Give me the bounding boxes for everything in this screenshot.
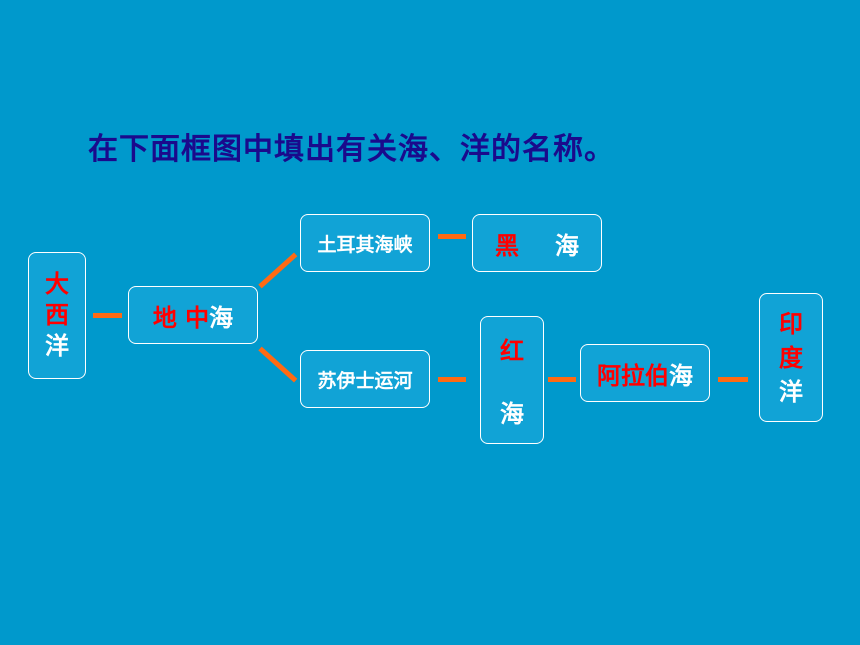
node-atlantic-char-2: 西 bbox=[45, 301, 69, 329]
node-indian-ocean-char-3: 洋 bbox=[779, 377, 803, 406]
node-black-sea-answer: 黑 bbox=[495, 231, 519, 260]
node-indian-ocean-char-1: 印 bbox=[779, 309, 803, 338]
node-suez-canal-label: 苏伊士运河 bbox=[317, 369, 413, 392]
node-atlantic-char-1: 大 bbox=[45, 270, 69, 298]
connector-atlantic-mediterranean bbox=[93, 313, 122, 318]
connector-turkish-straits-black-sea bbox=[438, 234, 466, 239]
connector-mediterranean-suez-canal bbox=[258, 346, 298, 383]
node-arabian-sea-answer: 阿拉伯 bbox=[597, 361, 669, 390]
page-title: 在下面框图中填出有关海、洋的名称。 bbox=[88, 132, 615, 167]
node-arabian-sea-suffix: 海 bbox=[669, 361, 693, 390]
node-mediterranean-answer: 地 中 bbox=[152, 303, 210, 332]
connector-red-sea-arabian-sea bbox=[548, 377, 576, 382]
node-indian-ocean-char-2: 度 bbox=[779, 343, 803, 372]
node-indian-ocean: 印 度 洋 bbox=[759, 293, 823, 422]
node-arabian-sea: 阿拉伯 海 bbox=[580, 344, 710, 402]
connector-suez-red-sea bbox=[438, 377, 466, 382]
node-turkish-straits-label: 土耳其海峡 bbox=[317, 233, 413, 256]
node-red-sea-suffix: 海 bbox=[500, 400, 524, 428]
node-black-sea-suffix: 海 bbox=[555, 231, 579, 260]
node-atlantic-ocean: 大 西 洋 bbox=[28, 252, 86, 379]
connector-arabian-sea-indian-ocean bbox=[718, 377, 748, 382]
node-suez-canal: 苏伊士运河 bbox=[300, 350, 430, 408]
connector-mediterranean-turkish-straits bbox=[258, 252, 298, 289]
node-atlantic-char-3: 洋 bbox=[45, 332, 69, 360]
node-red-sea-answer: 红 bbox=[500, 337, 524, 365]
node-mediterranean-suffix: 海 bbox=[209, 303, 234, 332]
node-black-sea: 黑 海 bbox=[472, 214, 602, 272]
node-mediterranean-sea: 地 中 海 bbox=[128, 286, 258, 344]
node-red-sea: 红 海 bbox=[480, 316, 544, 444]
node-turkish-straits: 土耳其海峡 bbox=[300, 214, 430, 272]
